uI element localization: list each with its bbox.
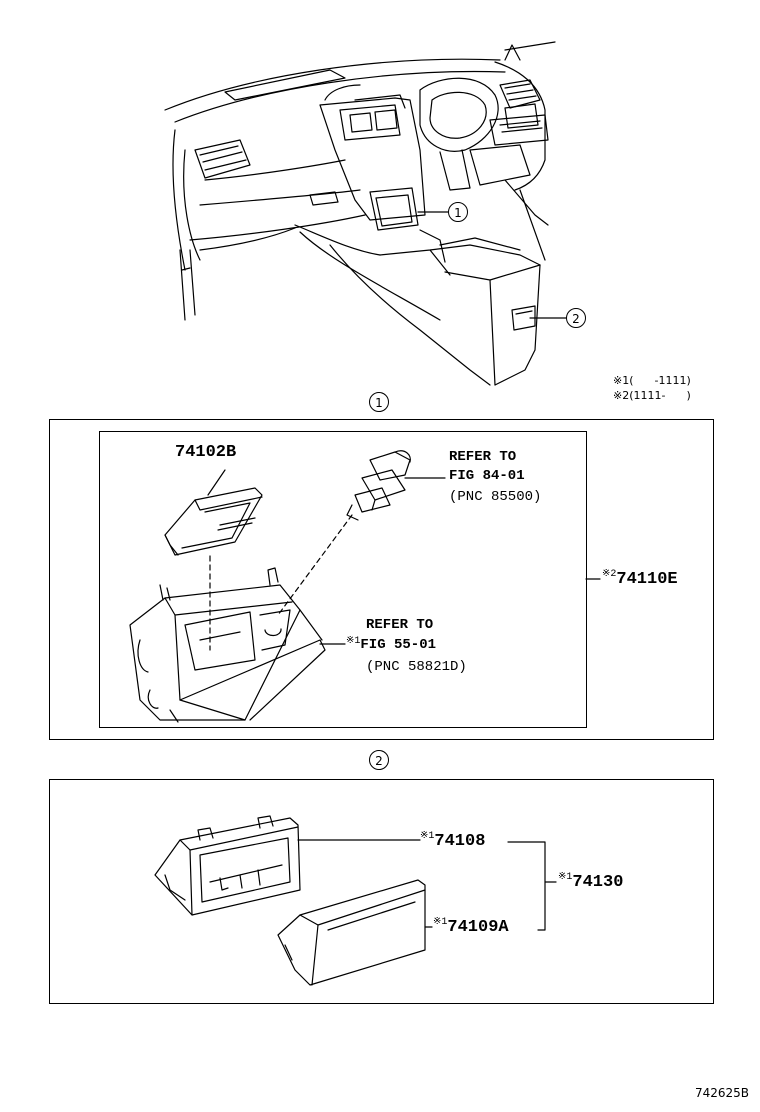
part-74110E-label[interactable]: ※274110E (602, 569, 678, 589)
note-1: ※1( -1111) (613, 375, 691, 386)
dashboard-illustration (164, 41, 556, 386)
section-1-inner-frame (99, 431, 587, 728)
callout-2[interactable]: 2 (566, 308, 586, 328)
note-1-range: ( -1111) (629, 374, 691, 387)
note-2-range: (1111- ) (629, 389, 691, 402)
note-2-mark: ※2 (613, 389, 630, 402)
refer-to-a-fig[interactable]: FIG 84-01 (449, 468, 525, 484)
part-74110E-text: 74110E (616, 570, 678, 589)
callout-1[interactable]: 1 (448, 202, 468, 222)
part-74109A-label[interactable]: ※174109A (433, 917, 509, 937)
part-74110E-mark: ※2 (602, 569, 617, 580)
part-74108-mark: ※1 (420, 831, 435, 842)
section-2-callout[interactable]: 2 (369, 750, 389, 770)
refer-to-b-fig[interactable]: ※1FIG 55-01 (346, 636, 437, 653)
refer-to-a-pnc: (PNC 85500) (449, 489, 542, 505)
part-74130-text: 74130 (572, 873, 624, 892)
note-1-mark: ※1 (613, 374, 630, 387)
refer-to-b-mark: ※1 (346, 636, 361, 647)
note-2: ※2(1111- ) (613, 390, 691, 401)
part-74108-text: 74108 (434, 832, 486, 851)
section2-artwork (154, 815, 426, 986)
drawing-code: 742625B (695, 1086, 750, 1100)
refer-to-b-fig-text: FIG 55-01 (360, 637, 437, 653)
part-74130-label[interactable]: ※174130 (558, 872, 624, 892)
part-74109A-text: 74109A (447, 918, 509, 937)
part-74102B-label[interactable]: 74102B (175, 443, 237, 462)
part-74130-mark: ※1 (558, 872, 573, 883)
section-1-callout[interactable]: 1 (369, 392, 389, 412)
assy-74130-bracket (507, 841, 557, 931)
section1-artwork (129, 450, 446, 723)
section-1-frame (49, 419, 714, 740)
part-74108-label[interactable]: ※174108 (420, 831, 486, 851)
refer-to-a-line1: REFER TO (449, 449, 517, 465)
refer-to-b-pnc: (PNC 58821D) (366, 659, 467, 675)
section-2-frame (49, 779, 714, 1004)
part-74109A-mark: ※1 (433, 917, 448, 928)
refer-to-b-line1: REFER TO (366, 617, 434, 633)
